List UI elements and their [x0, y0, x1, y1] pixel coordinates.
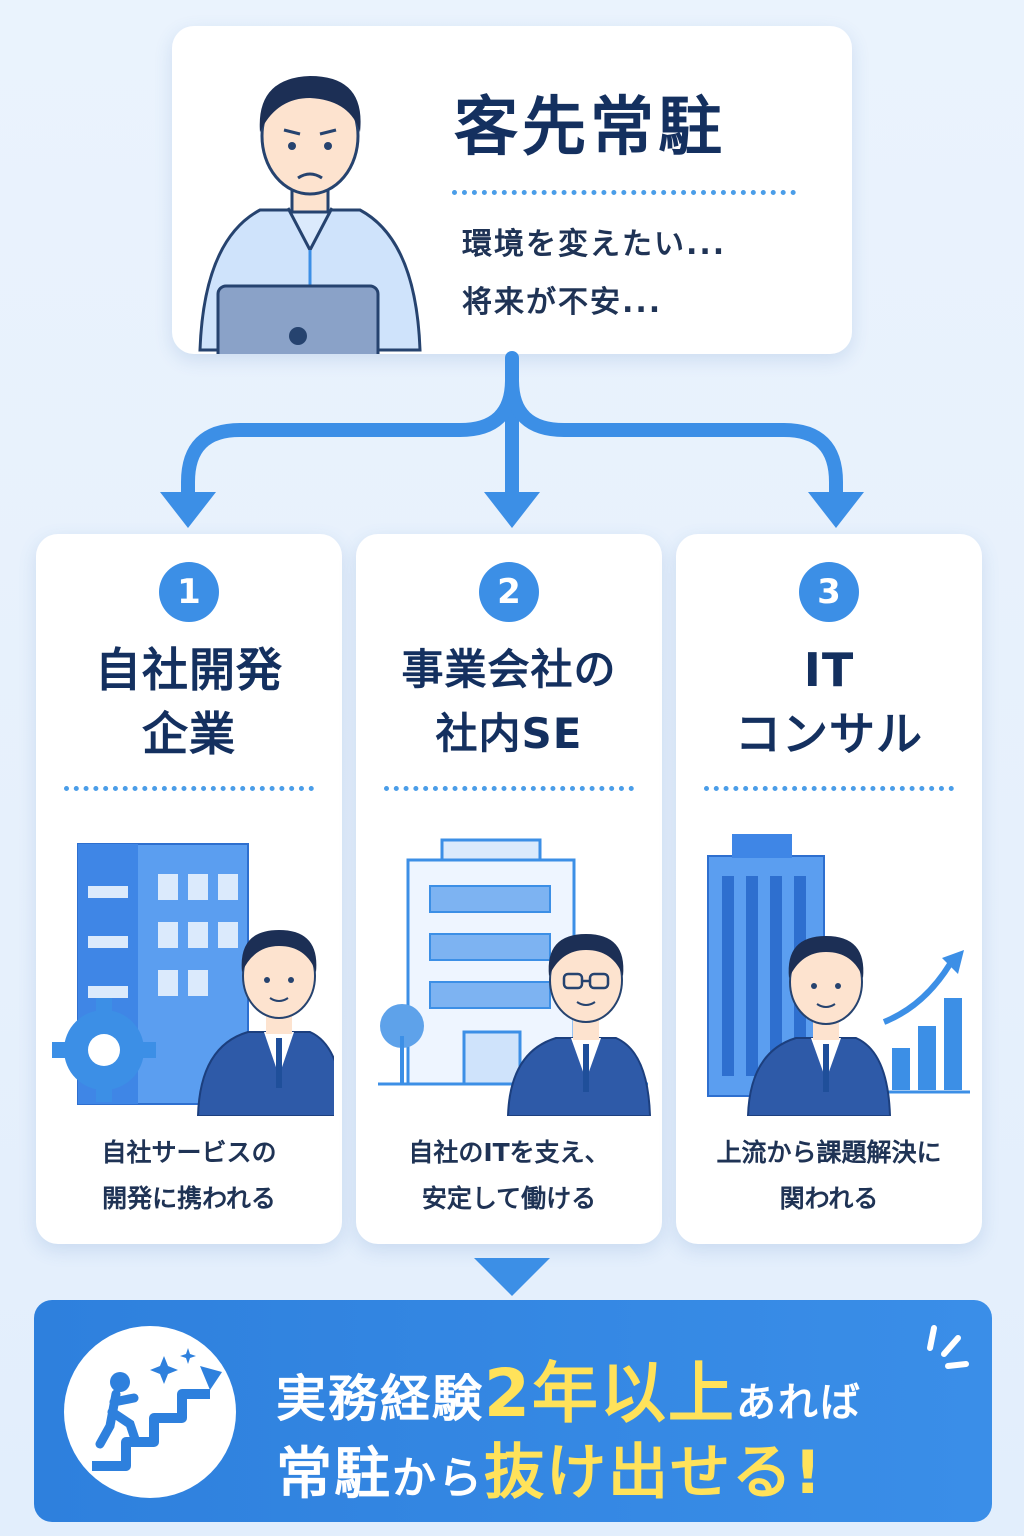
banner-line-1: 実務経験2年以上あれば	[276, 1340, 862, 1436]
divider	[704, 786, 954, 791]
option-title: 事業会社の 社内SE	[356, 638, 662, 766]
option-description: 自社のITを支え、 安定して働ける	[356, 1130, 662, 1222]
office-building-gear-illustration	[52, 843, 334, 1116]
option-title-line-1: 事業会社の	[401, 645, 617, 694]
option-desc-line-1: 自社サービスの	[101, 1138, 277, 1167]
tower-growth-chart-illustration	[707, 834, 970, 1116]
branch-arrows	[160, 351, 864, 528]
option-title: IT コンサル	[676, 638, 982, 766]
gear-icon	[52, 998, 156, 1102]
emphasis-spark-icon	[927, 1325, 969, 1369]
divider	[64, 786, 314, 791]
worry-line-2: 将来が不安...	[462, 285, 663, 320]
option-desc-line-2: 関われる	[779, 1184, 879, 1213]
conclusion-banner: 実務経験2年以上あれば 常駐から抜け出せる!	[34, 1300, 992, 1522]
stairs-climbing-icon	[64, 1326, 236, 1498]
current-status-title: 客先常駐	[454, 91, 726, 165]
option-title-line-2: コンサル	[735, 707, 923, 761]
banner-highlight-years: 2年以上	[484, 1355, 736, 1432]
option-title-line-2: 社内SE	[435, 709, 583, 758]
arrow-head-left	[160, 492, 216, 528]
banner-text-from: から	[392, 1453, 484, 1504]
option-description: 上流から課題解決に 関われる	[676, 1130, 982, 1222]
divider	[452, 190, 796, 195]
tree-icon	[380, 1004, 424, 1084]
banner-text-if: あれば	[735, 1380, 862, 1426]
divider	[384, 786, 634, 791]
worry-line-1: 環境を変えたい...	[462, 227, 727, 262]
option-desc-line-2: 開発に携われる	[102, 1184, 276, 1213]
option-number-badge: 3	[799, 562, 859, 622]
current-situation-card: 客先常駐 環境を変えたい... 将来が不安...	[172, 26, 852, 354]
worries-text: 環境を変えたい... 将来が不安...	[462, 216, 726, 332]
banner-highlight-escape: 抜け出せる!	[484, 1438, 824, 1508]
option-number-badge: 1	[159, 562, 219, 622]
option-desc-line-1: 上流から課題解決に	[716, 1138, 942, 1167]
option-title: 自社開発 企業	[36, 638, 342, 766]
option-description: 自社サービスの 開発に携われる	[36, 1130, 342, 1222]
option-title-line-1: 自社開発	[95, 643, 283, 697]
banner-line-2: 常駐から抜け出せる!	[276, 1424, 823, 1511]
down-arrow-icon	[474, 1258, 550, 1296]
option-card-internal-se: 2 事業会社の 社内SE 自社のITを支え、 安定して働ける	[356, 534, 662, 1244]
option-card-in-house-development: 1 自社開発 企業 自社サービスの 開発に携	[36, 534, 342, 1244]
arrow-head-center	[484, 492, 540, 528]
option-title-line-2: 企業	[142, 707, 236, 761]
growth-chart-icon	[882, 950, 964, 1090]
banner-text-onsite: 常駐	[276, 1442, 392, 1507]
option-desc-line-1: 自社のITを支え、	[408, 1138, 610, 1167]
option-number-badge: 2	[479, 562, 539, 622]
worried-engineer-illustration	[198, 76, 422, 354]
company-building-tree-illustration	[378, 838, 652, 1116]
option-desc-line-2: 安定して働ける	[421, 1184, 597, 1213]
option-card-it-consulting: 3 IT コンサル 上流から課題解決に 関われる	[676, 534, 982, 1244]
arrow-head-right	[808, 492, 864, 528]
option-title-line-1: IT	[803, 643, 855, 697]
banner-text-experience: 実務経験	[276, 1370, 484, 1428]
